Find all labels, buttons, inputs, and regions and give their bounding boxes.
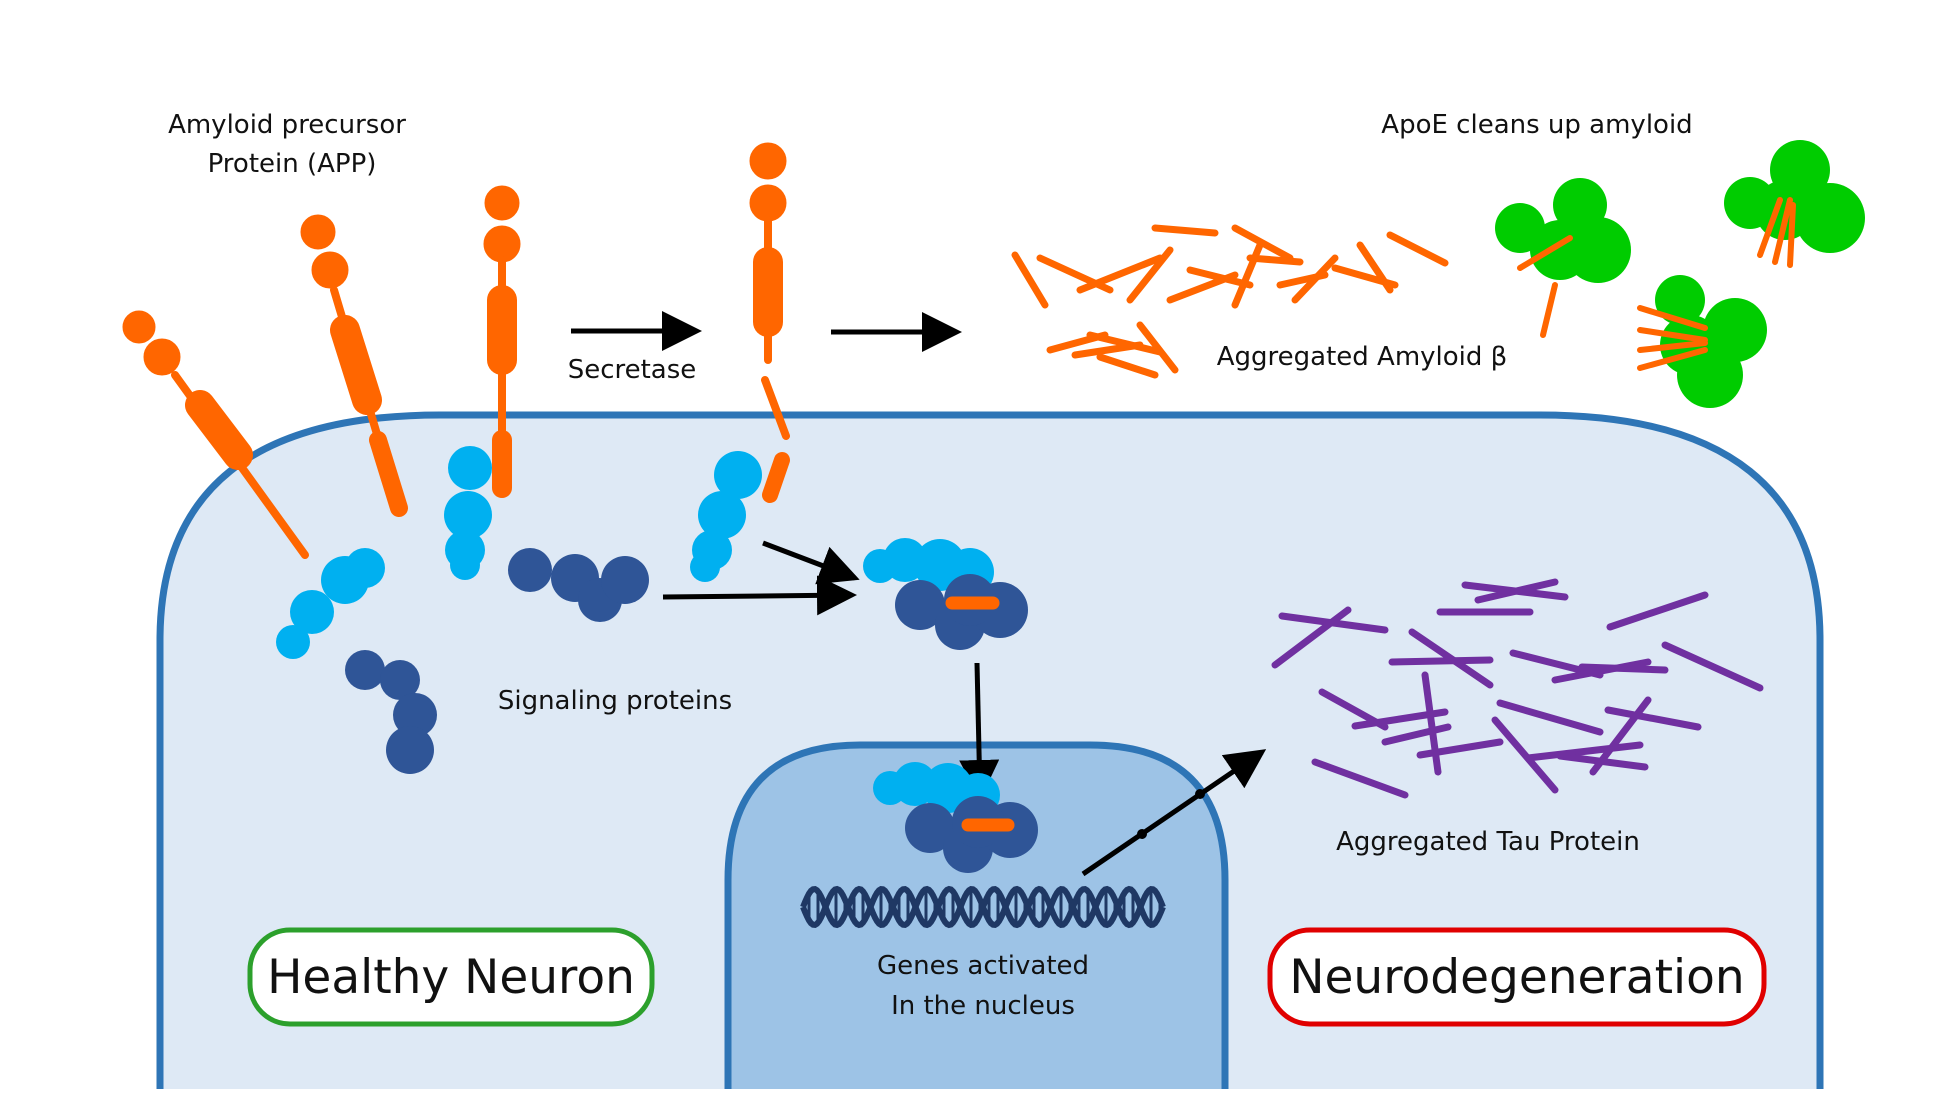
signal-protein-light-1 xyxy=(276,548,385,659)
app-label-line2: Protein (APP) xyxy=(208,149,377,179)
app-molecule-3 xyxy=(483,185,521,498)
signal-arrow-1 xyxy=(762,540,860,585)
arrow-ticks xyxy=(1137,789,1205,839)
signaling-proteins-label: Signaling proteins xyxy=(498,686,732,716)
genes-label-line1: Genes activated xyxy=(877,951,1089,981)
gene-to-tau-arrow xyxy=(1081,749,1267,877)
apoe-molecule-1 xyxy=(1495,178,1631,338)
amyloid-beta-label: Aggregated Amyloid β xyxy=(1217,342,1508,372)
nuclear-signaling-complex xyxy=(873,762,1038,873)
app-label-line1: Amyloid precursor xyxy=(168,110,406,140)
healthy-neuron-badge: Healthy Neuron xyxy=(247,927,655,1027)
signal-protein-dark-2 xyxy=(345,650,437,774)
nucleus-entry-arrow xyxy=(959,662,1000,800)
signal-protein-dark-1 xyxy=(508,548,649,622)
tau-aggregate xyxy=(1271,578,1764,799)
signal-protein-light-2 xyxy=(444,446,492,580)
signaling-complex xyxy=(863,538,1028,650)
healthy-neuron-label: Healthy Neuron xyxy=(267,950,635,1005)
app-molecule-1 xyxy=(122,310,309,559)
apoe-molecule-3 xyxy=(1637,275,1767,408)
apoe-label: ApoE cleans up amyloid xyxy=(1381,110,1692,140)
tau-label: Aggregated Tau Protein xyxy=(1336,827,1640,857)
signal-protein-light-3 xyxy=(690,451,762,582)
neurodegeneration-badge: Neurodegeneration xyxy=(1267,927,1767,1027)
app-cleaved-molecule xyxy=(749,142,790,503)
apoe-molecule-2 xyxy=(1724,140,1865,268)
amyloid-beta-aggregate xyxy=(1011,224,1449,379)
secretase-label: Secretase xyxy=(568,355,697,385)
app-molecule-2 xyxy=(300,214,408,517)
genes-label-line2: In the nucleus xyxy=(891,991,1075,1021)
dna-helix xyxy=(800,885,1166,929)
signal-arrow-2 xyxy=(662,575,857,616)
neurodegeneration-label: Neurodegeneration xyxy=(1289,950,1744,1005)
